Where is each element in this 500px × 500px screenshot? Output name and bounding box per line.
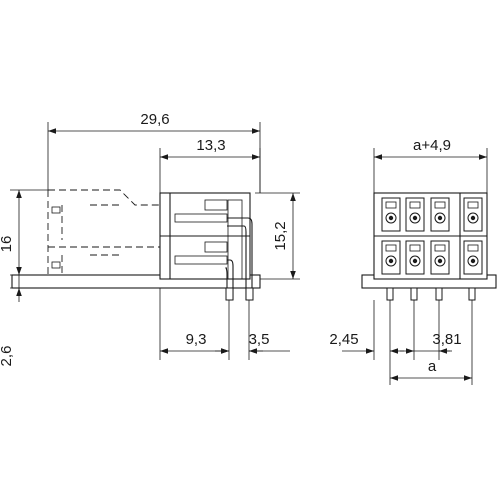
plug-latch-top [51,206,61,214]
bent-pin-lower [227,259,234,300]
plug-latch-bottom [51,261,61,269]
cell-latch-r1-c2 [409,201,421,209]
front-pin-1 [386,287,394,301]
screw-center-r1-c1 [388,215,394,221]
latch-upper [204,199,228,211]
cell-latch-r2-c3 [434,244,446,252]
bent-pin-upper [227,217,253,300]
front-pin-4 [468,287,476,301]
bent-pin-upper-inner [227,225,247,300]
plug-outline-top [48,189,160,206]
cell-latch-r2-c4 [467,244,479,252]
label-height-left: 16 [0,236,15,253]
screw-center-r2-c4 [470,258,476,264]
label-first-pin-offset: 2,45 [329,331,358,348]
screw-center-r2-c2 [412,258,418,264]
side-pin-2 [245,287,254,301]
screw-center-r2-c3 [437,258,443,264]
front-pin-3 [435,287,443,301]
label-bottom-offset: 2,6 [0,346,15,367]
body-rear [227,199,243,280]
front-view: a+4,9 2,45 3,81 a [329,137,497,385]
screw-center-r1-c2 [412,215,418,221]
side-view: 29,6 13,3 16 2,6 15,2 9,3 3,5 [0,111,300,366]
cell-latch-r1-c1 [385,201,397,209]
label-height-right: 15,2 [272,221,289,250]
screw-center-r2-c1 [388,258,394,264]
side-pin-1 [225,287,234,301]
label-front-width: a+4,9 [413,137,451,154]
screw-center-r1-c3 [437,215,443,221]
plug-inner-dashes [90,204,120,256]
cell-latch-r2-c2 [409,244,421,252]
cell-latch-r1-c3 [434,201,446,209]
label-pin-span: a [428,358,437,375]
label-body-length: 13,3 [196,137,225,154]
bent-pin-lower-inner [225,267,228,300]
label-overall-length: 29,6 [140,111,169,128]
front-contact-cells [381,197,483,275]
label-pin-row-offset: 9,3 [186,331,207,348]
latch-lower [204,241,228,253]
label-pin-spacing-side: 3,5 [249,331,270,348]
cell-latch-r1-c4 [467,201,479,209]
front-pin-2 [410,287,418,301]
label-pitch: 3,81 [432,331,461,348]
cell-latch-r2-c1 [385,244,397,252]
screw-center-r1-c4 [470,215,476,221]
